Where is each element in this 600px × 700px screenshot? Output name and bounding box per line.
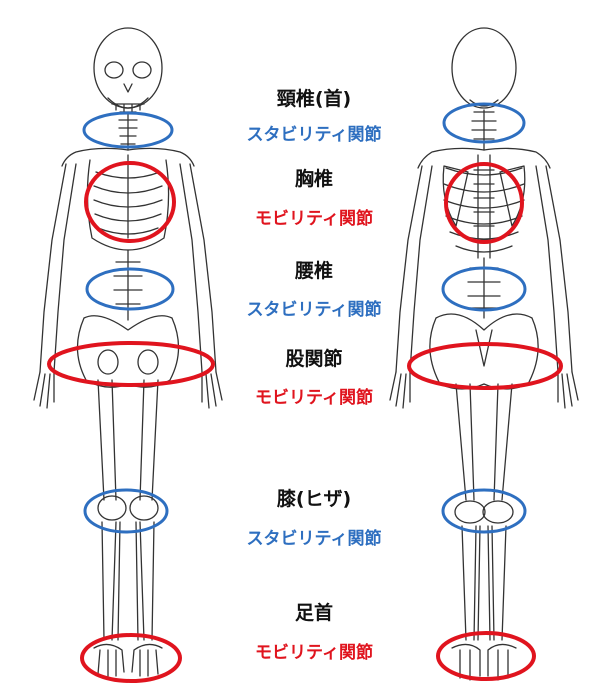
ankle-mobility-ring-front [80, 633, 182, 683]
ankle-part-label: 足首 [294, 602, 333, 624]
hip-mobility-ring-back [407, 342, 563, 390]
cervical-stability-ring-back [442, 102, 526, 144]
thoracic-type-label: モビリティ関節 [255, 209, 373, 229]
cervical-part-label: 頸椎(首) [276, 88, 352, 110]
knee-stability-ring-back [441, 488, 527, 534]
ankle-type-label: モビリティ関節 [255, 643, 373, 663]
cervical-type-label: スタビリティ関節 [246, 125, 382, 145]
knee-part-label: 膝(ヒザ) [276, 488, 352, 510]
thoracic-part-label: 胸椎 [294, 168, 333, 190]
lumbar-stability-ring-back [441, 266, 527, 312]
ankle-mobility-ring-back [436, 631, 536, 681]
lumbar-part-label: 腰椎 [294, 260, 333, 282]
hip-mobility-ring-front [47, 341, 215, 387]
thoracic-mobility-ring-back [444, 162, 524, 244]
lumbar-stability-ring-front [85, 267, 175, 311]
cervical-stability-ring-front [82, 111, 174, 149]
lumbar-type-label: スタビリティ関節 [246, 300, 382, 320]
knee-stability-ring-front [83, 488, 169, 534]
hip-part-label: 股関節 [285, 348, 343, 370]
thoracic-mobility-ring-front [84, 161, 176, 243]
hip-type-label: モビリティ関節 [255, 388, 373, 408]
knee-type-label: スタビリティ関節 [246, 529, 382, 549]
